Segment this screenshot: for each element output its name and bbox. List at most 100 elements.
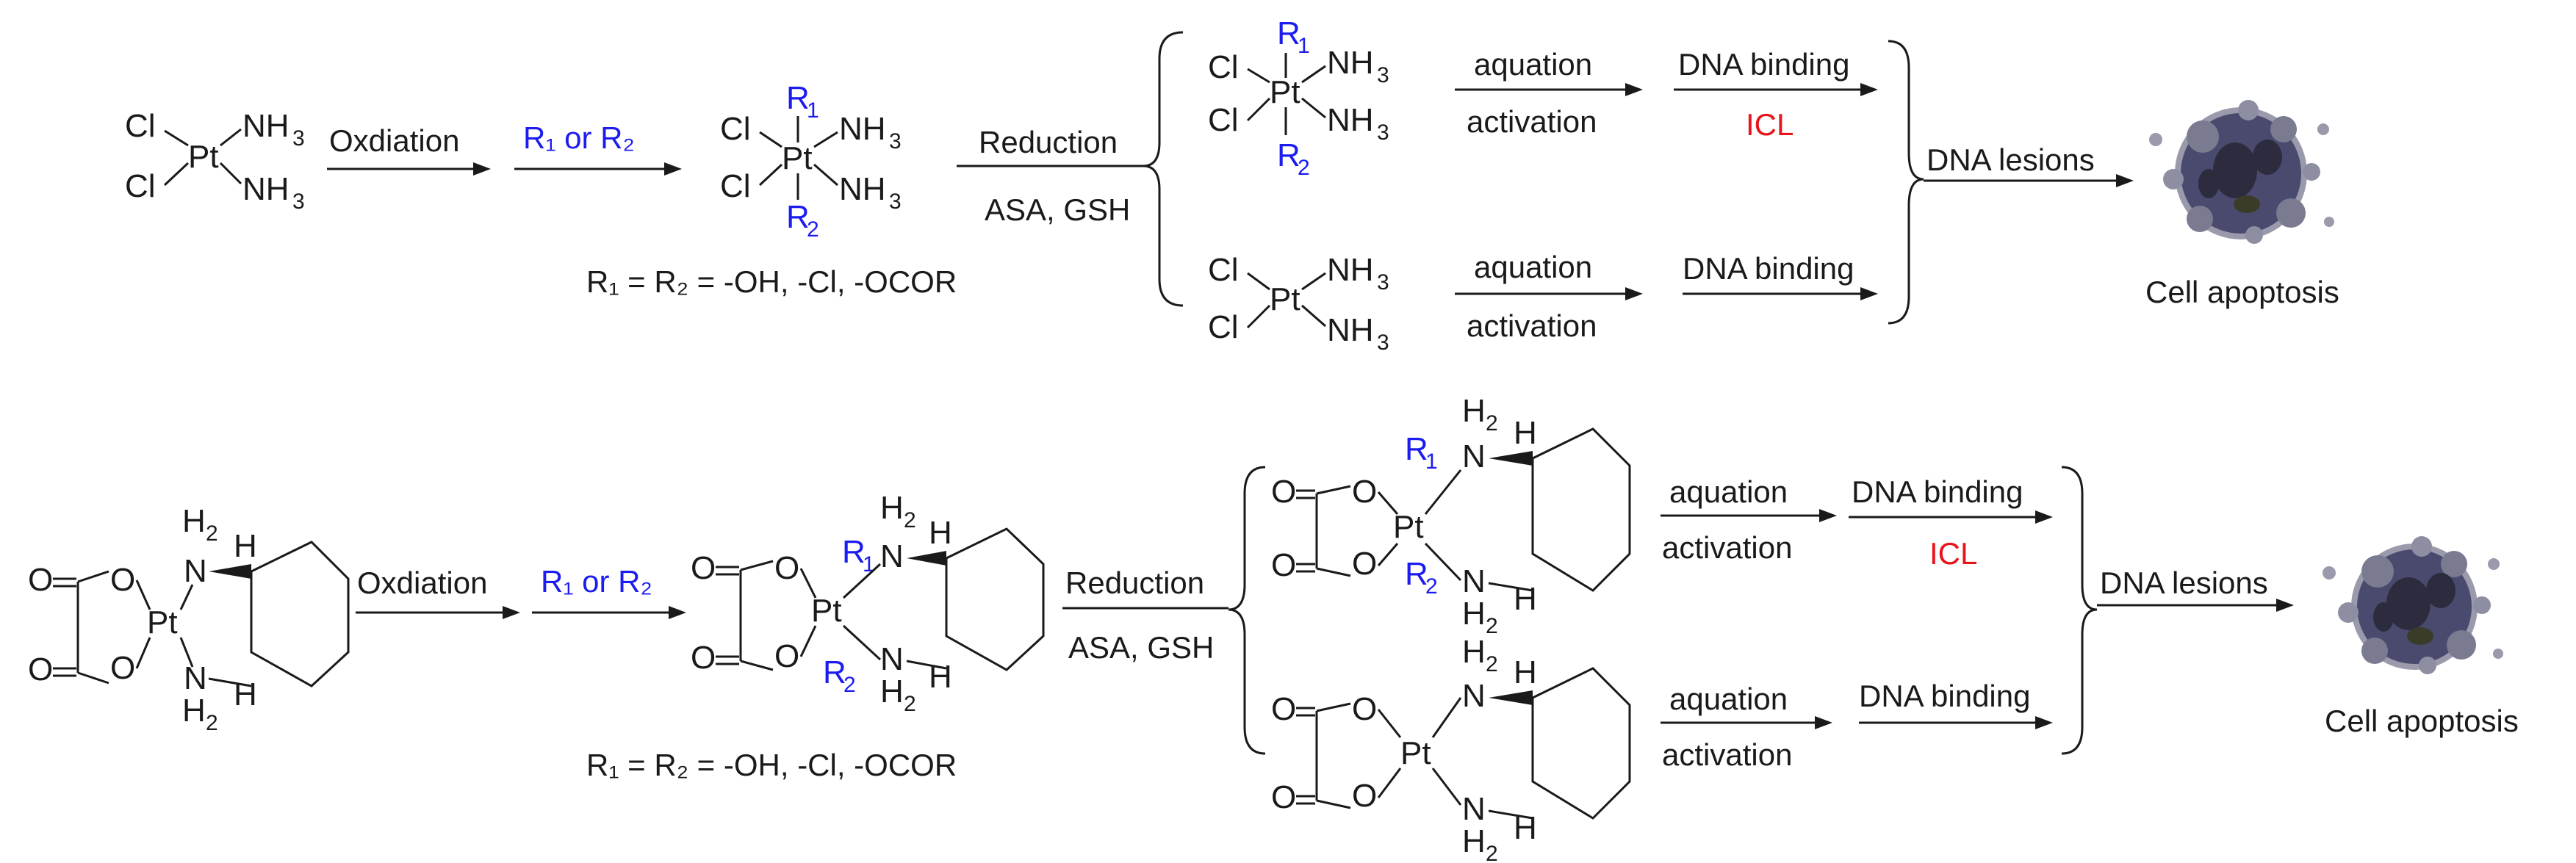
atom-pt: Pt [1270, 74, 1300, 110]
atom-h: H [234, 528, 257, 564]
label-activation: activation [1467, 308, 1597, 343]
atom-h: H [1514, 581, 1537, 617]
atom-n: N [1462, 563, 1486, 599]
atom-r2: R [823, 654, 846, 690]
atom-h2n: H [1462, 393, 1486, 429]
atom-h: H [1514, 415, 1537, 451]
atom-h2n: H [1462, 823, 1486, 859]
label-aquation: aquation [1669, 682, 1788, 716]
atom-h: H [1514, 810, 1537, 846]
label-dna-binding: DNA binding [1859, 679, 2030, 713]
subscript: 1 [1425, 449, 1438, 474]
atom-pt: Pt [811, 593, 842, 629]
atom-nh: NH [242, 171, 289, 207]
brace-right [2061, 466, 2098, 755]
label-reductants: ASA, GSH [985, 192, 1130, 227]
subscript: 2 [1486, 411, 1498, 436]
substituent-definition: R₁ = R₂ = -OH, -Cl, -OCOR [586, 748, 957, 782]
atom-h2n: H [1462, 596, 1486, 632]
subscript: 2 [206, 521, 218, 546]
atom-cl: Cl [1208, 49, 1239, 85]
atom-cl: Cl [720, 168, 751, 204]
atom-h: H [929, 659, 952, 695]
atom-nh: NH [1327, 312, 1374, 348]
subscript: 2 [904, 692, 916, 716]
label-dna-lesions: DNA lesions [1926, 142, 2095, 177]
subscript: 3 [292, 126, 305, 151]
atom-h2n: H [1462, 634, 1486, 670]
subscript: 2 [1486, 614, 1498, 638]
row-cisplatin: Cl Cl Pt NH 3 NH 3 Oxdiation R₁ or R₂ Cl… [125, 15, 2339, 355]
atom-r1: R [786, 80, 810, 116]
atom-n: N [184, 660, 207, 696]
label-dna-binding: DNA binding [1852, 474, 2023, 509]
subscript: 3 [889, 129, 902, 154]
atom-o: O [774, 638, 799, 674]
label-dna-binding: DNA binding [1678, 47, 1849, 82]
atom-h2n: H [880, 674, 904, 709]
label-r1-or-r2: R₁ or R₂ [541, 564, 652, 599]
atom-cl: Cl [1208, 252, 1239, 288]
atom-nh: NH [242, 108, 289, 144]
atom-r1: R [1405, 431, 1428, 467]
pt-iv-oxaliplatin-prodrug: O O O O Pt R 1 R 2 H 2 N N H 2 H H [691, 490, 1045, 716]
subscript: 3 [292, 189, 305, 214]
atom-nh: NH [1327, 102, 1374, 138]
atom-o: O [691, 550, 716, 586]
branch-lower-oxaliplatin: O O O O Pt H 2 N N H 2 H H [1271, 634, 1631, 863]
atom-o: O [1352, 546, 1377, 582]
brace-right [1888, 40, 1924, 325]
atom-pt: Pt [782, 140, 813, 176]
subscript: 2 [1486, 842, 1498, 863]
label-r1-or-r2: R₁ or R₂ [523, 120, 635, 155]
oxaliplatin-molecule: O O O O Pt H 2 N N H 2 H H [28, 503, 350, 735]
atom-pt: Pt [188, 139, 219, 175]
atom-o: O [1352, 778, 1377, 814]
subscript: 1 [863, 552, 875, 577]
atom-h2n: H [182, 693, 206, 729]
label-aquation: aquation [1669, 474, 1788, 509]
branch-upper-pt-iv: Cl Cl Pt R 1 R 2 NH 3 NH 3 [1208, 15, 1389, 180]
atom-o: O [28, 651, 53, 687]
atom-o: O [1271, 779, 1296, 815]
label-reductants: ASA, GSH [1068, 630, 1214, 665]
subscript: 3 [1377, 120, 1389, 145]
atom-cl: Cl [1208, 102, 1239, 138]
atom-nh: NH [1327, 45, 1374, 81]
atom-o: O [28, 562, 53, 598]
subscript: 3 [1377, 63, 1389, 87]
atom-pt: Pt [1393, 509, 1424, 545]
atom-r1: R [1277, 15, 1300, 51]
atom-nh: NH [839, 171, 886, 207]
atom-h2n: H [182, 503, 206, 539]
branch-upper-pt-iv-oxaliplatin: O O O O Pt R 1 R 2 H 2 N N H 2 H H [1271, 393, 1631, 638]
atom-n: N [1462, 438, 1486, 474]
label-icl: ICL [1746, 107, 1794, 142]
atom-n: N [184, 553, 207, 589]
atom-n: N [880, 538, 904, 574]
label-activation: activation [1662, 530, 1792, 565]
label-oxidation: Oxdiation [357, 566, 487, 600]
atom-h: H [234, 676, 257, 712]
pt-iv-cisplatin-prodrug: Cl Cl Pt R 1 R 2 NH 3 NH 3 [720, 80, 902, 242]
atom-pt: Pt [147, 604, 178, 640]
subscript: 2 [206, 711, 218, 735]
label-aquation: aquation [1474, 250, 1592, 284]
brace-left [1228, 466, 1266, 755]
atom-r2: R [1277, 137, 1300, 173]
apoptotic-cell-image [2323, 536, 2503, 674]
label-dna-lesions: DNA lesions [2100, 566, 2268, 600]
atom-n: N [880, 641, 904, 677]
atom-o: O [110, 562, 135, 598]
branch-lower-cisplatin: Cl Cl Pt NH 3 NH 3 [1208, 252, 1389, 355]
atom-pt: Pt [1400, 735, 1431, 771]
subscript: 1 [1298, 34, 1310, 58]
label-activation: activation [1467, 104, 1597, 139]
atom-h2n: H [880, 490, 904, 526]
atom-o: O [1271, 547, 1296, 583]
row-oxaliplatin: O O O O Pt H 2 N N H 2 H H Oxdiation R₁ … [28, 393, 2519, 863]
subscript: 3 [1377, 270, 1389, 295]
subscript: 1 [807, 98, 819, 123]
atom-r1: R [842, 534, 866, 570]
label-reduction: Reduction [1065, 566, 1204, 600]
